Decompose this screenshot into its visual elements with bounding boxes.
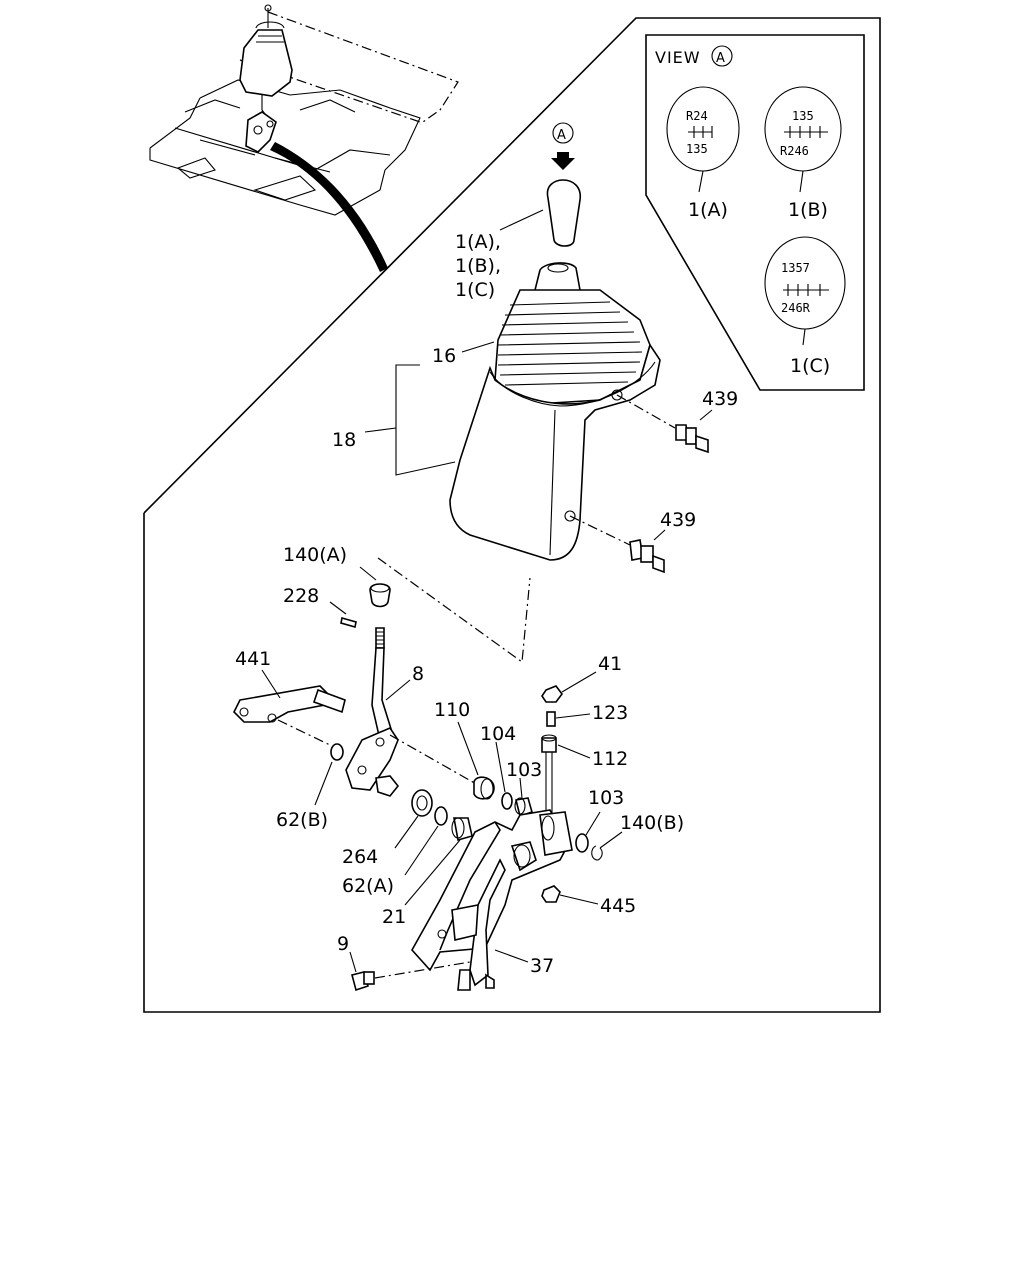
svg-text:246R: 246R [781, 301, 811, 315]
bolt-439-upper [616, 394, 713, 454]
view-title: VIEW [655, 48, 701, 67]
bracket-441 [233, 669, 346, 723]
pattern-label-1b: 1(B) [788, 199, 828, 221]
bolt-439-lower [569, 515, 666, 574]
label-21: 21 [382, 906, 406, 928]
label-103-right: 103 [588, 787, 624, 809]
label-140b: 140(B) [620, 812, 684, 834]
label-264: 264 [342, 846, 378, 868]
bracket-37 [411, 809, 573, 991]
shift-pattern-1b: 135 R246 1(B) [764, 86, 842, 221]
label-110: 110 [434, 699, 470, 721]
washer-104 [495, 741, 513, 810]
label-112: 112 [592, 748, 628, 770]
pattern-label-1c: 1(C) [790, 355, 830, 377]
svg-text:A: A [557, 128, 566, 143]
nut-445 [541, 885, 599, 905]
washer-62a [404, 806, 448, 876]
label-8: 8 [412, 663, 424, 685]
bushing-103-left [514, 777, 533, 818]
label-103-left: 103 [506, 759, 542, 781]
label-123: 123 [592, 702, 628, 724]
washer-62b [314, 743, 344, 806]
bushing-140a [359, 566, 391, 608]
label-18: 18 [332, 429, 356, 451]
svg-text:R246: R246 [780, 144, 809, 158]
collar-21 [404, 817, 473, 906]
bushing-103-right [575, 811, 601, 853]
shift-boot [494, 262, 651, 406]
shift-pattern-1c: 1357 246R 1(C) [764, 236, 846, 377]
shift-pattern-1a: R24 135 1(A) [666, 86, 740, 221]
pattern-label-1a: 1(A) [688, 199, 728, 221]
label-62a: 62(A) [342, 875, 394, 897]
view-marker-circle [711, 45, 733, 67]
clip-140b [591, 831, 623, 861]
label-knob-b: 1(B), [455, 255, 501, 277]
bolt-9 [349, 951, 471, 992]
label-knob-c: 1(C) [455, 279, 495, 301]
label-62b: 62(B) [276, 809, 328, 831]
svg-text:135: 135 [686, 142, 708, 156]
label-439-lower: 439 [660, 509, 696, 531]
shift-cover [449, 343, 661, 561]
view-marker-letter: A [716, 51, 725, 66]
diagram-frame [143, 17, 881, 1013]
svg-text:1357: 1357 [781, 261, 810, 275]
label-445: 445 [600, 895, 636, 917]
label-228: 228 [283, 585, 319, 607]
svg-text:135: 135 [792, 109, 814, 123]
shift-knob [499, 179, 582, 247]
label-441: 441 [235, 648, 271, 670]
label-439-upper: 439 [702, 388, 738, 410]
view-arrow-a: A [551, 122, 575, 170]
label-9: 9 [337, 933, 349, 955]
view-a-inset [645, 34, 865, 391]
label-37: 37 [530, 955, 554, 977]
label-knob-a: 1(A), [455, 231, 501, 253]
shift-lever [345, 627, 411, 797]
label-104: 104 [480, 723, 516, 745]
pin-228 [329, 601, 357, 629]
pin-123 [546, 711, 591, 727]
label-16: 16 [432, 345, 456, 367]
label-41: 41 [598, 653, 622, 675]
svg-text:R24: R24 [686, 109, 708, 123]
vehicle-floor-overview [149, 4, 459, 272]
nut-41 [541, 671, 597, 703]
washer-264 [394, 789, 433, 849]
label-140a: 140(A) [283, 544, 347, 566]
bushing-110 [457, 721, 495, 800]
